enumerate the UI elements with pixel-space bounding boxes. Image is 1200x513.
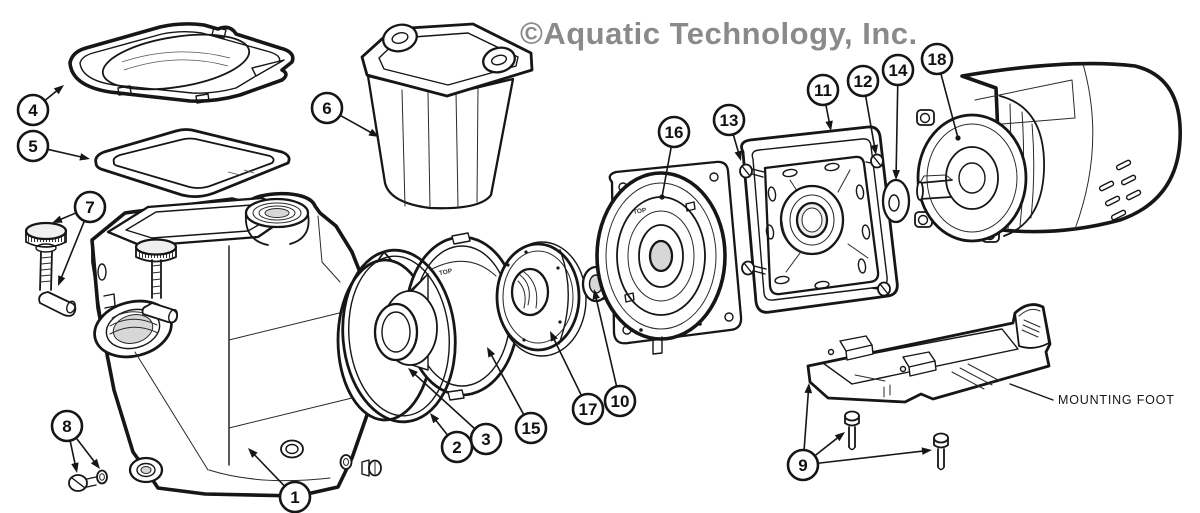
mounting-foot-label: MOUNTING FOOT — [1058, 393, 1175, 407]
svg-text:16: 16 — [665, 123, 684, 142]
callout-5: 5 — [16, 129, 90, 163]
basket-handle — [482, 46, 516, 74]
callout-16: 16 — [657, 115, 691, 200]
callout-15: 15 — [487, 347, 548, 445]
motor — [914, 61, 1182, 243]
strainer-basket — [360, 22, 534, 210]
svg-text:9: 9 — [798, 456, 807, 475]
diffuser-top-label: TOP — [438, 268, 453, 278]
svg-text:17: 17 — [579, 400, 598, 419]
svg-text:7: 7 — [85, 198, 94, 217]
callout-18: 18 — [920, 42, 961, 141]
bracket-bolt — [741, 260, 767, 276]
callout-4: 4 — [16, 85, 64, 127]
callout-13: 13 — [712, 103, 746, 161]
svg-text:15: 15 — [522, 419, 541, 438]
water-slinger — [881, 178, 911, 224]
callout-11: 11 — [806, 73, 840, 131]
cover-gasket — [94, 128, 291, 198]
bracket-bolt — [865, 153, 884, 169]
motor-vents — [1098, 159, 1142, 221]
bracket-bolt — [871, 281, 891, 297]
callout-14: 14 — [881, 53, 915, 180]
mounting-foot — [806, 303, 1054, 471]
callout-10: 10 — [592, 289, 637, 418]
drain-plug-right — [361, 459, 382, 477]
seal-plate: TOP — [595, 160, 743, 355]
callout-7: 7 — [52, 190, 107, 286]
basket-handle — [382, 23, 418, 53]
pump-housing — [90, 191, 376, 498]
foot-bolt — [844, 410, 860, 451]
motor-bracket — [739, 153, 891, 297]
diffuser-neck — [373, 273, 438, 371]
svg-text:3: 3 — [481, 430, 490, 449]
svg-text:2: 2 — [452, 438, 461, 457]
watermark: ©Aquatic Technology, Inc. — [520, 16, 918, 51]
callout-3: 3 — [408, 368, 503, 456]
svg-text:12: 12 — [854, 72, 873, 91]
foot-label-leader — [1009, 383, 1054, 401]
callout-8: 8 — [50, 409, 100, 473]
drain-plug-left — [68, 474, 97, 492]
motor-shaft — [916, 174, 953, 201]
foot-bolt — [933, 432, 949, 471]
strainer-cover-lid — [68, 22, 295, 104]
callout-9: 9 — [786, 383, 932, 482]
callout-12: 12 — [846, 64, 880, 155]
svg-text:18: 18 — [928, 50, 947, 69]
svg-text:8: 8 — [62, 417, 71, 436]
svg-text:10: 10 — [611, 392, 630, 411]
motor-lug — [916, 109, 935, 126]
svg-text:11: 11 — [814, 81, 832, 100]
drain-plug-washer-right — [339, 454, 353, 470]
svg-text:14: 14 — [889, 61, 908, 80]
svg-text:1: 1 — [290, 488, 299, 507]
housing-knob — [134, 238, 179, 324]
svg-text:4: 4 — [28, 101, 38, 120]
callout-17: 17 — [550, 331, 605, 426]
impeller — [495, 241, 587, 357]
drain-plug-washer-left — [96, 469, 108, 485]
callout-1: 1 — [248, 448, 312, 513]
seal-plate-top-label: TOP — [633, 207, 648, 216]
callout-6: 6 — [310, 91, 379, 137]
diffuser-gasket-oring — [341, 248, 457, 424]
bracket-bolt — [739, 163, 765, 179]
svg-text:5: 5 — [28, 137, 37, 156]
svg-text:6: 6 — [322, 99, 331, 118]
cover-knob — [24, 221, 77, 317]
svg-text:13: 13 — [720, 111, 739, 130]
